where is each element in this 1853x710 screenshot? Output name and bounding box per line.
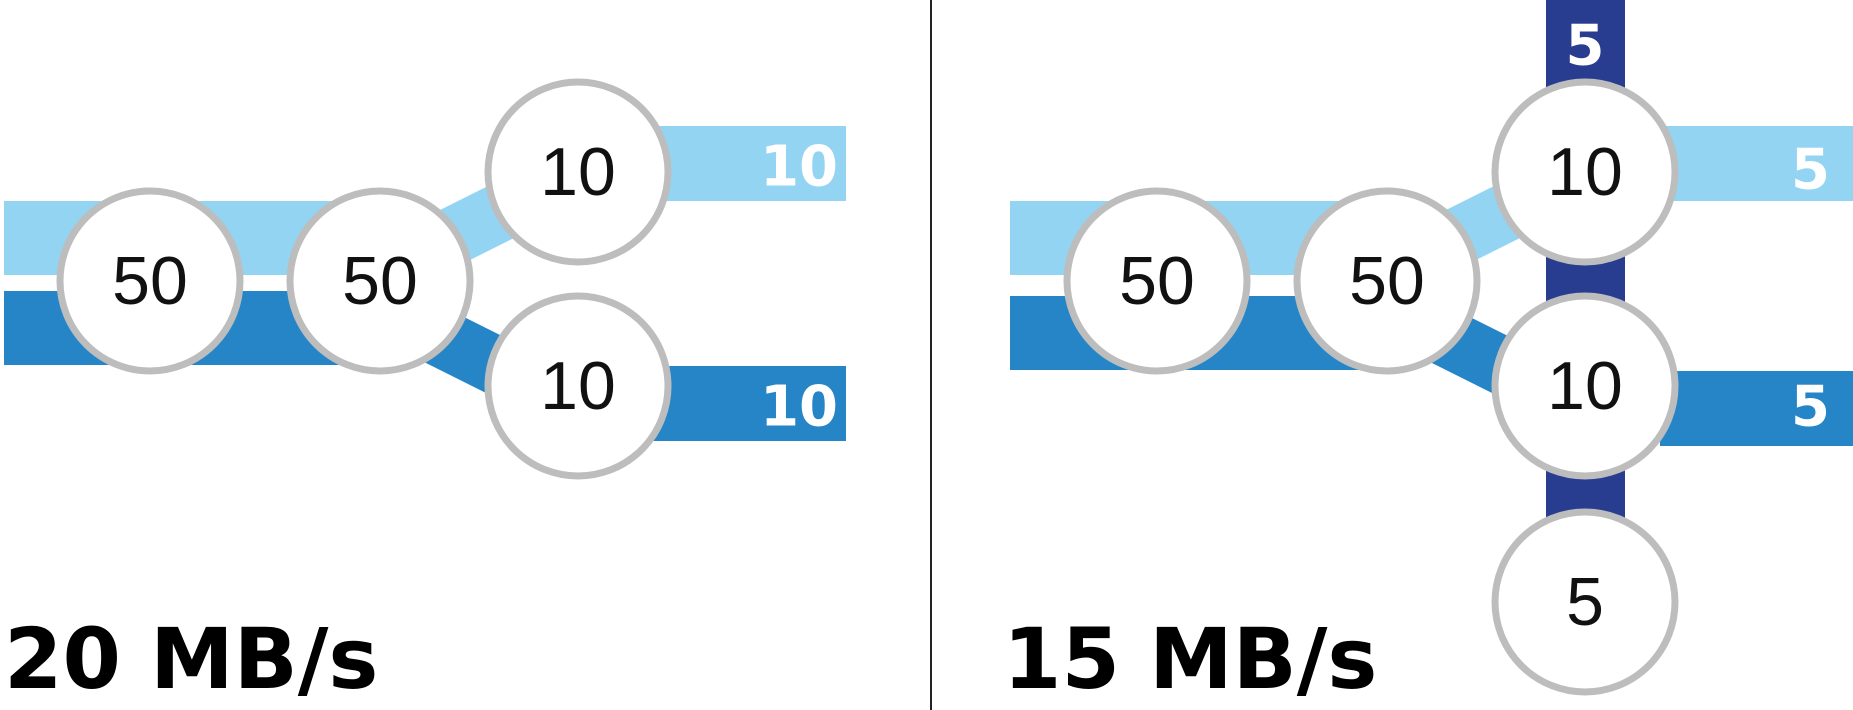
right-node-2-label: 50 xyxy=(1349,243,1425,319)
right-node-4: 10 xyxy=(1491,292,1679,480)
right-node-1-circle xyxy=(1063,187,1251,375)
right-node-1: 50 xyxy=(1063,187,1251,375)
left-throughput-label: 20 MB/s xyxy=(4,610,378,708)
left-node-2: 50 xyxy=(286,187,474,375)
left-light-stream-out xyxy=(650,126,846,201)
right-node-5: 5 xyxy=(1491,508,1679,696)
right-throughput-label: 15 MB/s xyxy=(1003,610,1377,708)
left-node-2-circle xyxy=(286,187,474,375)
right-dark-stream-out xyxy=(1660,371,1853,446)
right-upper-output-label: 5 xyxy=(1791,138,1830,203)
left-node-4: 10 xyxy=(484,292,672,480)
right-lower-output-label: 5 xyxy=(1791,375,1830,440)
left-lower-output-label: 10 xyxy=(760,375,838,440)
right-light-stream-out xyxy=(1660,126,1853,201)
right-vertical-output-label: 5 xyxy=(1566,14,1605,79)
right-node-3-label: 10 xyxy=(1547,134,1623,210)
right-node-3: 10 xyxy=(1491,78,1679,266)
right-node-4-label: 10 xyxy=(1547,348,1623,424)
left-node-3: 10 xyxy=(484,78,672,266)
right-node-5-circle xyxy=(1491,508,1679,696)
left-node-1: 50 xyxy=(56,187,244,375)
left-node-1-label: 50 xyxy=(112,243,188,319)
left-node-3-label: 10 xyxy=(540,134,616,210)
right-panel: 5 5 5 50 50 10 10 5 15 MB/s xyxy=(1003,0,1853,708)
right-node-4-circle xyxy=(1491,292,1679,480)
right-node-2-circle xyxy=(1293,187,1481,375)
left-dark-stream-out xyxy=(650,366,846,441)
right-node-2: 50 xyxy=(1293,187,1481,375)
left-upper-output-label: 10 xyxy=(760,135,838,200)
left-node-3-circle xyxy=(484,78,672,266)
right-node-5-label: 5 xyxy=(1566,564,1604,640)
right-node-1-label: 50 xyxy=(1119,243,1195,319)
left-node-1-circle xyxy=(56,187,244,375)
left-panel: 10 10 50 50 10 10 20 MB/s xyxy=(4,78,846,708)
left-node-4-circle xyxy=(484,292,672,480)
right-node-3-circle xyxy=(1491,78,1679,266)
left-node-2-label: 50 xyxy=(342,243,418,319)
left-node-4-label: 10 xyxy=(540,348,616,424)
